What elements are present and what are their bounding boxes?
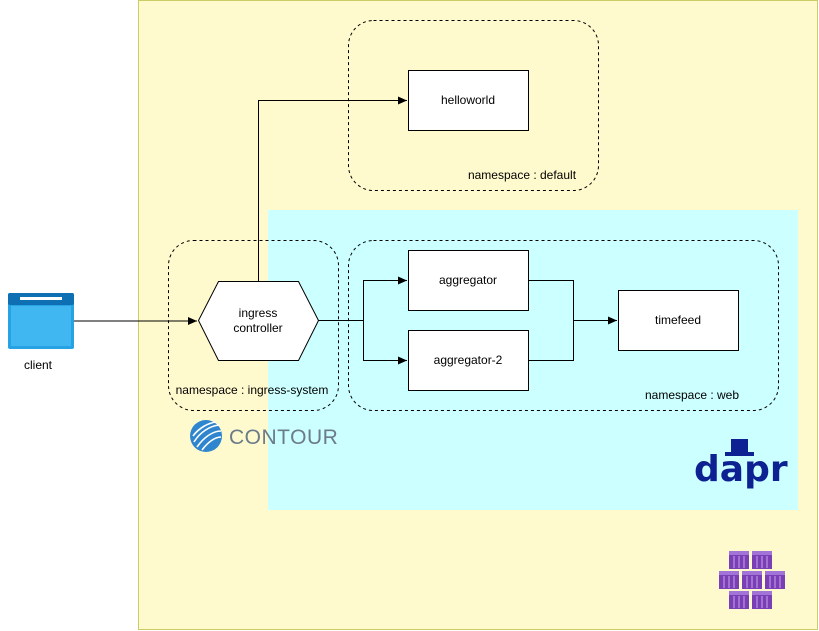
namespace-ingress-box xyxy=(168,240,339,411)
node-helloworld[interactable] xyxy=(408,70,529,131)
namespace-web-label: namespace : web xyxy=(645,388,739,402)
edge-ingress-to-aggregator-2 xyxy=(318,320,407,365)
dapr-logo-text: dapr xyxy=(694,449,788,490)
edge-ingress-to-helloworld xyxy=(258,96,407,281)
contour-logo-icon xyxy=(190,420,222,452)
node-helloworld-label: helloworld xyxy=(441,93,495,107)
node-timefeed[interactable] xyxy=(618,290,739,351)
edge-aggregator-to-timefeed xyxy=(528,280,617,325)
contour-logo-text: CONTOUR xyxy=(229,426,338,449)
node-ingress-controller[interactable] xyxy=(197,281,320,361)
node-aggregator-2[interactable] xyxy=(408,330,529,391)
namespace-ingress-label: namespace : ingress-system xyxy=(176,383,329,397)
node-aggregator-2-label: aggregator-2 xyxy=(434,353,503,367)
dapr-hat-icon xyxy=(725,439,754,456)
edge-aggregator-2-to-timefeed xyxy=(528,320,574,361)
namespace-default-label: namespace : default xyxy=(468,168,577,182)
node-ingress-label-line1: ingress xyxy=(239,306,278,320)
client-label: client xyxy=(24,358,53,372)
namespace-default-box xyxy=(348,20,599,191)
node-aggregator[interactable] xyxy=(408,250,529,311)
namespace-web-box xyxy=(348,240,779,411)
node-aggregator-label: aggregator xyxy=(439,273,497,287)
browser-window-icon xyxy=(8,293,74,349)
kubernetes-cubes-icon xyxy=(719,551,785,609)
node-timefeed-label: timefeed xyxy=(655,313,701,327)
node-ingress-label-line2: controller xyxy=(233,321,282,335)
